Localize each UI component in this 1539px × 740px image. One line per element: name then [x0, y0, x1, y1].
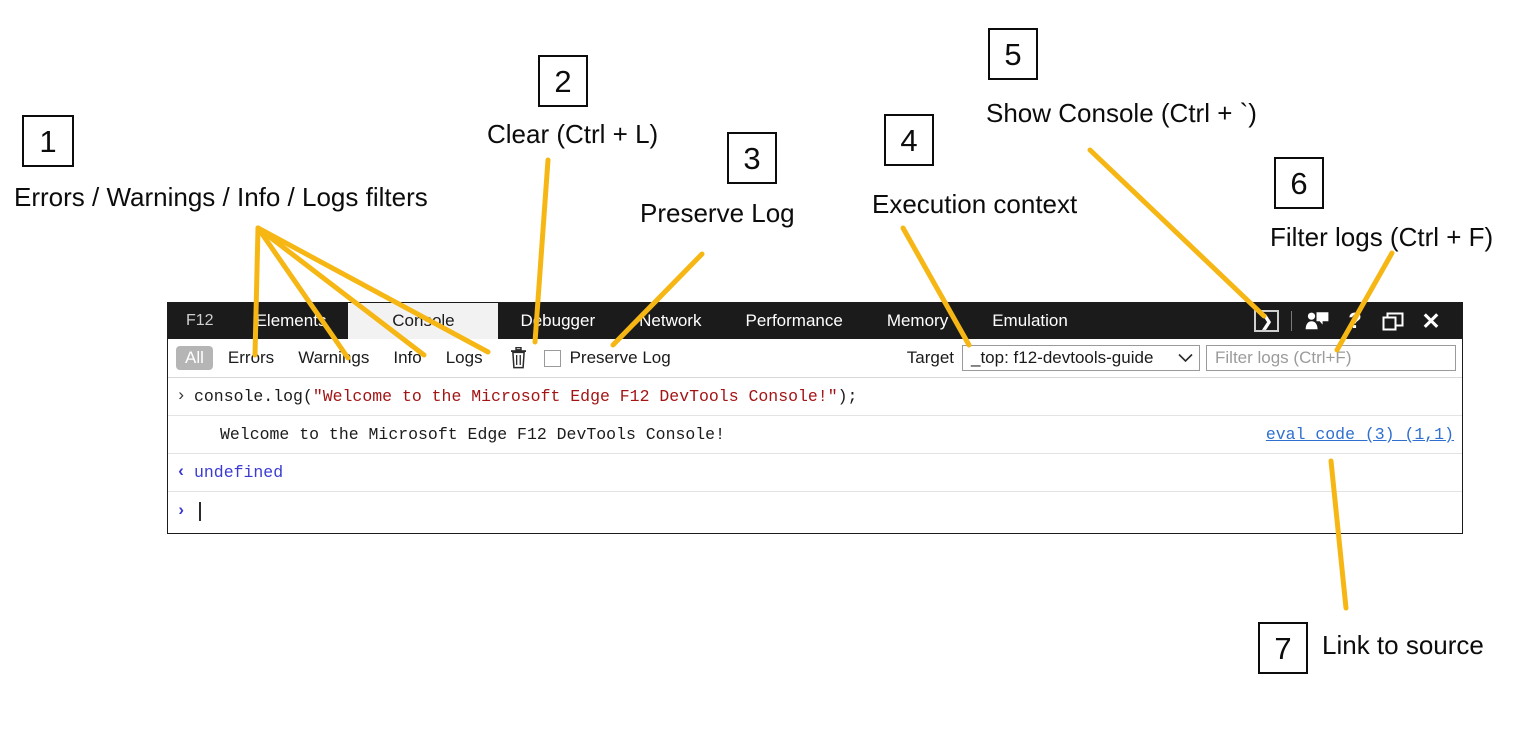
annotation-box-2: 2 [538, 55, 588, 107]
console-input-code-before: console.log( [194, 387, 313, 406]
annotation-box-7: 7 [1258, 622, 1308, 674]
console-result-gutter-icon: ‹ [176, 463, 187, 482]
annotation-label-2: Clear (Ctrl + L) [487, 119, 659, 149]
tab-label-emulation: Emulation [992, 311, 1068, 330]
show-console-button[interactable]: ❯ [1247, 303, 1285, 339]
filter-info-label: Info [393, 347, 422, 367]
annotation-label-7: Link to source [1322, 630, 1484, 660]
show-console-glyph: ❯ [1260, 312, 1273, 330]
preserve-log-label: Preserve Log [569, 348, 671, 367]
filter-all-label: All [185, 347, 204, 367]
tab-label-performance: Performance [745, 311, 843, 330]
dock-icon [1382, 312, 1404, 330]
tab-label-console: Console [392, 311, 455, 330]
annotation-number-4: 4 [900, 122, 918, 158]
console-row-message: Welcome to the Microsoft Edge F12 DevToo… [168, 416, 1462, 454]
filter-logs-placeholder: Filter logs (Ctrl+F) [1215, 348, 1352, 367]
filter-all-button[interactable]: All [176, 345, 213, 371]
tab-elements[interactable]: Elements [234, 303, 349, 339]
filter-logs-input[interactable]: Filter logs (Ctrl+F) [1206, 345, 1456, 371]
tab-label-memory: Memory [886, 311, 949, 330]
tab-console[interactable]: Console [348, 303, 499, 339]
console-prompt-gutter-icon: › [176, 501, 187, 521]
annotation-number-5: 5 [1004, 36, 1022, 72]
annotation-number-7: 7 [1274, 630, 1292, 666]
chevron-down-icon [1177, 350, 1193, 366]
annotation-number-2: 2 [554, 63, 572, 99]
filter-warnings-label: Warnings [298, 347, 370, 367]
tab-debugger[interactable]: Debugger [498, 303, 617, 339]
console-input-gutter-icon: › [176, 387, 187, 406]
annotation-number-1: 1 [39, 123, 57, 159]
trash-icon [511, 347, 527, 369]
tab-label-network: Network [639, 311, 702, 330]
annotation-label-3: Preserve Log [640, 198, 795, 228]
console-output: › console.log("Welcome to the Microsoft … [168, 378, 1462, 530]
help-icon: ? [1348, 308, 1362, 333]
devtools-tabstrip: F12 Elements Console Debugger Network Pe… [168, 303, 1462, 339]
feedback-button[interactable] [1298, 303, 1336, 339]
filter-logs-button[interactable]: Logs [437, 346, 492, 371]
console-row-input[interactable]: › console.log("Welcome to the Microsoft … [168, 378, 1462, 416]
tab-f12-brand: F12 [168, 303, 234, 339]
help-button[interactable]: ? [1336, 303, 1374, 339]
preserve-log-checkbox[interactable] [543, 349, 561, 367]
filter-errors-button[interactable]: Errors [219, 346, 283, 371]
tab-memory[interactable]: Memory [865, 303, 970, 339]
tab-emulation[interactable]: Emulation [970, 303, 1090, 339]
tab-performance[interactable]: Performance [723, 303, 864, 339]
clear-console-button[interactable] [504, 344, 534, 372]
preserve-log-control[interactable]: Preserve Log [543, 348, 671, 368]
tab-network[interactable]: Network [617, 303, 723, 339]
titlebar-icons: ❯ ? ✕ [1247, 303, 1462, 339]
tab-label-elements: Elements [255, 311, 327, 330]
annotation-box-5: 5 [988, 28, 1038, 80]
tab-label-f12: F12 [186, 312, 214, 329]
leader-5-console [1087, 147, 1267, 319]
annotation-label-5: Show Console (Ctrl + `) [986, 98, 1257, 128]
console-row-result: ‹ undefined [168, 454, 1462, 492]
show-console-icon: ❯ [1253, 310, 1279, 332]
console-prompt-row[interactable]: › [168, 492, 1462, 530]
source-link[interactable]: eval code (3) (1,1) [1265, 425, 1454, 444]
dock-button[interactable] [1374, 303, 1412, 339]
devtools-window: F12 Elements Console Debugger Network Pe… [167, 302, 1463, 534]
annotation-label-1: Errors / Warnings / Info / Logs filters [14, 182, 428, 212]
feedback-icon [1305, 312, 1329, 330]
target-label: Target [906, 348, 954, 367]
filter-logs-label: Logs [445, 347, 483, 367]
text-caret [199, 501, 201, 521]
console-toolbar: All Errors Warnings Info Logs Preserve L… [168, 339, 1462, 378]
titlebar-divider [1291, 311, 1292, 331]
close-button[interactable]: ✕ [1412, 303, 1450, 339]
annotation-box-3: 3 [727, 132, 777, 184]
tab-label-debugger: Debugger [520, 311, 596, 330]
annotation-box-4: 4 [884, 114, 934, 166]
console-message-text: Welcome to the Microsoft Edge F12 DevToo… [220, 425, 725, 444]
console-input-code-string: "Welcome to the Microsoft Edge F12 DevTo… [312, 387, 838, 406]
annotation-number-3: 3 [743, 140, 761, 176]
console-input-code-after: ); [837, 387, 858, 406]
annotation-label-4: Execution context [872, 189, 1078, 219]
annotation-box-6: 6 [1274, 157, 1324, 209]
annotation-number-6: 6 [1290, 165, 1308, 201]
execution-context-value: _top: f12-devtools-guide [971, 348, 1154, 367]
console-result-value: undefined [194, 463, 284, 482]
execution-context-select[interactable]: _top: f12-devtools-guide [962, 345, 1200, 371]
annotation-box-1: 1 [22, 115, 74, 167]
filter-warnings-button[interactable]: Warnings [289, 346, 378, 371]
tabstrip-spacer [1090, 303, 1247, 339]
close-icon: ✕ [1421, 307, 1441, 334]
filter-info-button[interactable]: Info [384, 346, 430, 371]
filter-errors-label: Errors [227, 347, 275, 367]
annotation-label-6: Filter logs (Ctrl + F) [1270, 222, 1494, 252]
